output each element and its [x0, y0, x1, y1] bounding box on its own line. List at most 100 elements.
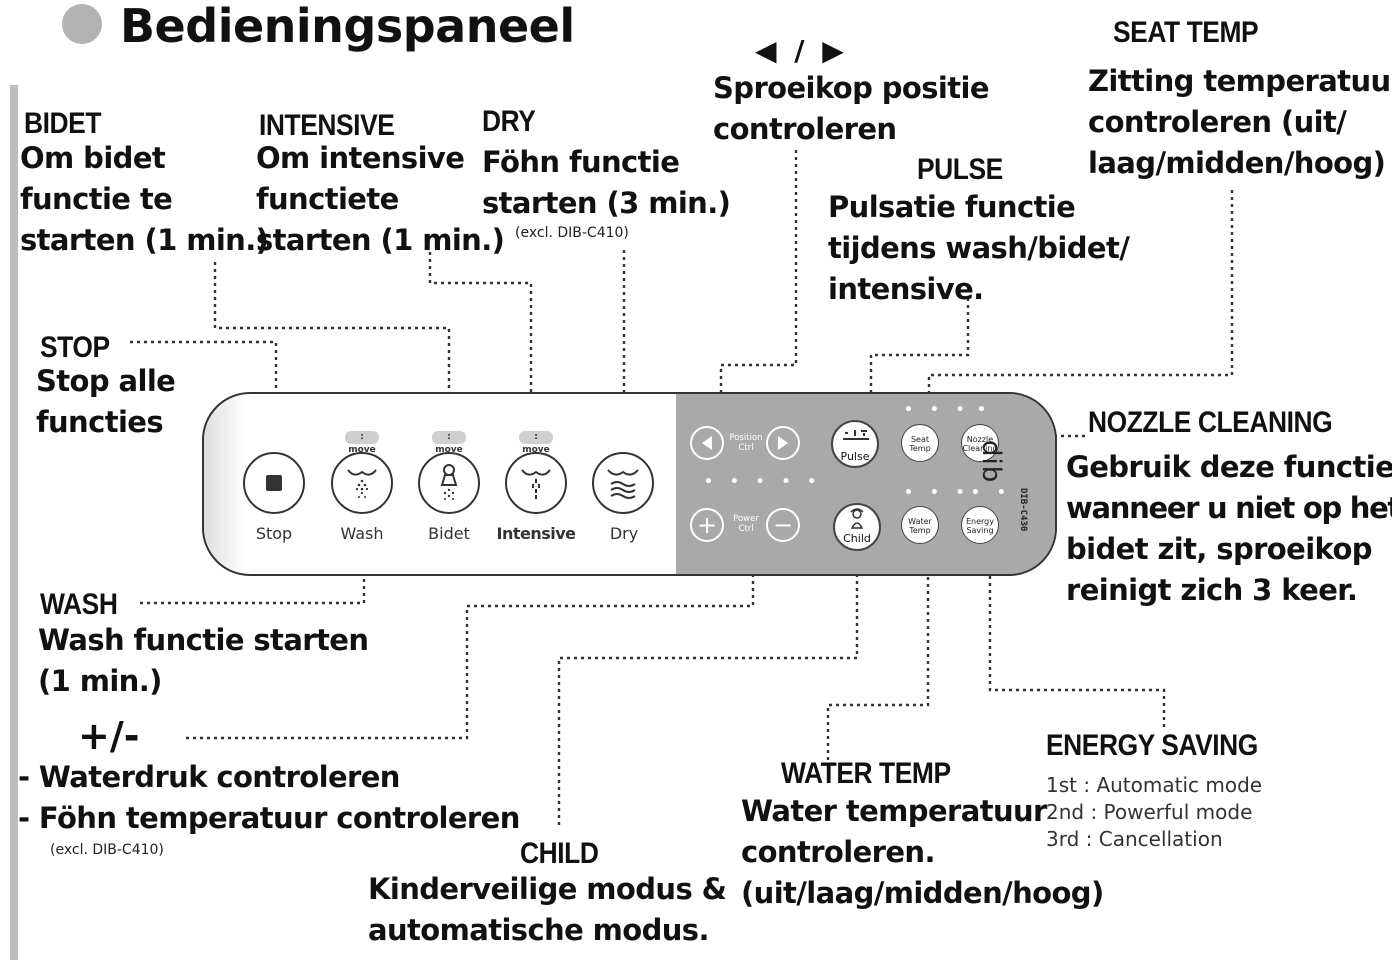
bidet-desc-line: functie te [20, 182, 173, 216]
dry-heading: DRY [482, 105, 536, 138]
position-desc: Sproeikop positie controleren [713, 68, 990, 150]
wash-button[interactable] [331, 452, 393, 514]
bidet-button-label: Bidet [428, 524, 470, 543]
intensive-desc-line: starten (1 min.) [256, 223, 505, 257]
water-temp-heading: WATER TEMP [781, 757, 951, 790]
child-desc-line: automatische modus. [368, 913, 709, 947]
position-right-button[interactable] [766, 426, 800, 460]
power-ctrl-line: Power [733, 514, 759, 524]
seat-temp-heading: SEAT TEMP [1113, 16, 1259, 49]
wash-desc-line: (1 min.) [38, 664, 162, 698]
model-number: DIB-C430 [1018, 488, 1028, 532]
plus-minus-desc: - Waterdruk controleren - Föhn temperatu… [18, 757, 520, 839]
child-button[interactable]: Child [833, 503, 881, 551]
dry-desc: Föhn functie starten (3 min.) [482, 142, 731, 224]
seat-temp-desc-line: Zitting temperatuur [1088, 64, 1392, 98]
seat-temp-desc-line: laag/midden/hoog) [1088, 146, 1386, 180]
stop-heading: STOP [40, 331, 110, 364]
wash-button-label: Wash [340, 524, 384, 543]
bidet-heading: BIDET [24, 107, 101, 140]
plus-minus-heading: +/- [78, 714, 140, 758]
stop-icon [266, 475, 282, 491]
nozzle-indicator-dot: • [977, 402, 992, 418]
energy-saving-label-line: Energy [965, 517, 994, 526]
stop-button-label: Stop [255, 524, 293, 543]
dry-note: (excl. DIB-C410) [515, 225, 629, 241]
dry-icon [607, 469, 639, 499]
child-icon [850, 508, 864, 529]
child-heading: CHILD [520, 837, 599, 870]
child-desc: Kinderveilige modus & automatische modus… [368, 869, 727, 951]
dry-desc-line: starten (3 min.) [482, 186, 731, 220]
energy-saving-level-dots: • • [971, 485, 1012, 501]
intensive-move-tag: : move [519, 431, 553, 455]
nozzle-cleaning-desc-line: reinigt zich 3 keer. [1066, 573, 1358, 607]
position-heading: ◀ / ▶ [755, 34, 848, 67]
nozzle-cleaning-desc-line: Gebruik deze functie [1066, 450, 1392, 484]
stop-desc: Stop alle functies [36, 361, 176, 443]
child-desc-line: Kinderveilige modus & [368, 872, 727, 906]
panel-shadow [204, 394, 244, 574]
wash-move-tag: : move [345, 431, 379, 455]
intensive-desc-line: Om intensive [256, 141, 465, 175]
bidet-desc: Om bidet functie te starten (1 min.) [20, 138, 269, 261]
water-temp-desc-line: Water temperatuur [741, 794, 1047, 828]
stop-desc-line: functies [36, 405, 164, 439]
pressure-level-dots: • • • • • [704, 474, 823, 490]
power-minus-button[interactable]: − [766, 508, 800, 542]
plus-minus-note: (excl. DIB-C410) [50, 842, 164, 858]
intensive-button[interactable] [505, 452, 567, 514]
nozzle-cleaning-desc-line: wanneer u niet op het [1066, 491, 1392, 525]
wash-icon [347, 469, 377, 498]
pulse-button[interactable]: Pulse [831, 420, 879, 468]
wash-desc-line: Wash functie starten [38, 623, 369, 657]
position-ctrl-line: Ctrl [738, 443, 754, 453]
page-title: Bedieningspaneel [120, 0, 575, 53]
bidet-desc-line: starten (1 min.) [20, 223, 269, 257]
dry-button-label: Dry [609, 524, 639, 543]
position-left-button[interactable] [690, 426, 724, 460]
water-temp-label-line: Water [908, 517, 932, 526]
position-desc-line: controleren [713, 112, 897, 146]
nozzle-cleaning-heading: NOZZLE CLEANING [1088, 406, 1333, 439]
energy-saving-button[interactable]: Energy Saving [961, 506, 999, 544]
energy-saving-mode: 1st : Automatic mode [1046, 773, 1263, 797]
seat-temp-label-line: Temp [909, 444, 931, 453]
position-desc-line: Sproeikop positie [713, 71, 990, 105]
dry-desc-line: Föhn functie [482, 145, 680, 179]
water-temp-desc-line: controleren. [741, 835, 935, 869]
energy-saving-modes: 1st : Automatic mode 2nd : Powerful mode… [1046, 772, 1262, 853]
position-ctrl-label: Position Ctrl [726, 433, 766, 453]
wash-heading: WASH [40, 588, 118, 621]
seat-temp-button[interactable]: Seat Temp [901, 424, 939, 462]
stop-button[interactable] [243, 452, 305, 514]
pulse-desc-line: intensive. [828, 272, 984, 306]
nozzle-cleaning-desc-line: bidet zit, sproeikop [1066, 532, 1373, 566]
intensive-desc: Om intensive functiete starten (1 min.) [256, 138, 505, 261]
pulse-desc: Pulsatie functie tijdens wash/bidet/ int… [828, 187, 1130, 310]
plus-icon: + [696, 511, 718, 539]
bidet-button[interactable] [418, 452, 480, 514]
wash-desc: Wash functie starten (1 min.) [38, 620, 369, 702]
nozzle-cleaning-button[interactable]: Nozzle Cleaning [961, 424, 999, 462]
energy-saving-mode: 3rd : Cancellation [1046, 827, 1223, 851]
intensive-icon [521, 469, 551, 499]
energy-saving-heading: ENERGY SAVING [1046, 729, 1258, 762]
arrow-left-icon [702, 436, 712, 450]
seat-temp-desc: Zitting temperatuur controleren (uit/ la… [1088, 61, 1392, 184]
nozzle-cleaning-label-line: Cleaning [962, 444, 998, 453]
energy-saving-mode: 2nd : Powerful mode [1046, 800, 1253, 824]
water-temp-desc-line: (uit/laag/midden/hoog) [741, 876, 1104, 910]
water-temp-label-line: Temp [909, 526, 931, 535]
position-ctrl-line: Position [729, 433, 763, 443]
dry-button[interactable] [592, 452, 654, 514]
water-temp-button[interactable]: Water Temp [901, 506, 939, 544]
arrow-right-icon [778, 436, 788, 450]
pulse-icon [843, 430, 869, 440]
power-ctrl-line: Ctrl [738, 524, 754, 534]
intensive-desc-line: functiete [256, 182, 399, 216]
power-plus-button[interactable]: + [690, 508, 724, 542]
stop-desc-line: Stop alle [36, 364, 176, 398]
plus-minus-desc-line: - Föhn temperatuur controleren [18, 801, 520, 835]
power-ctrl-label: Power Ctrl [726, 514, 766, 534]
